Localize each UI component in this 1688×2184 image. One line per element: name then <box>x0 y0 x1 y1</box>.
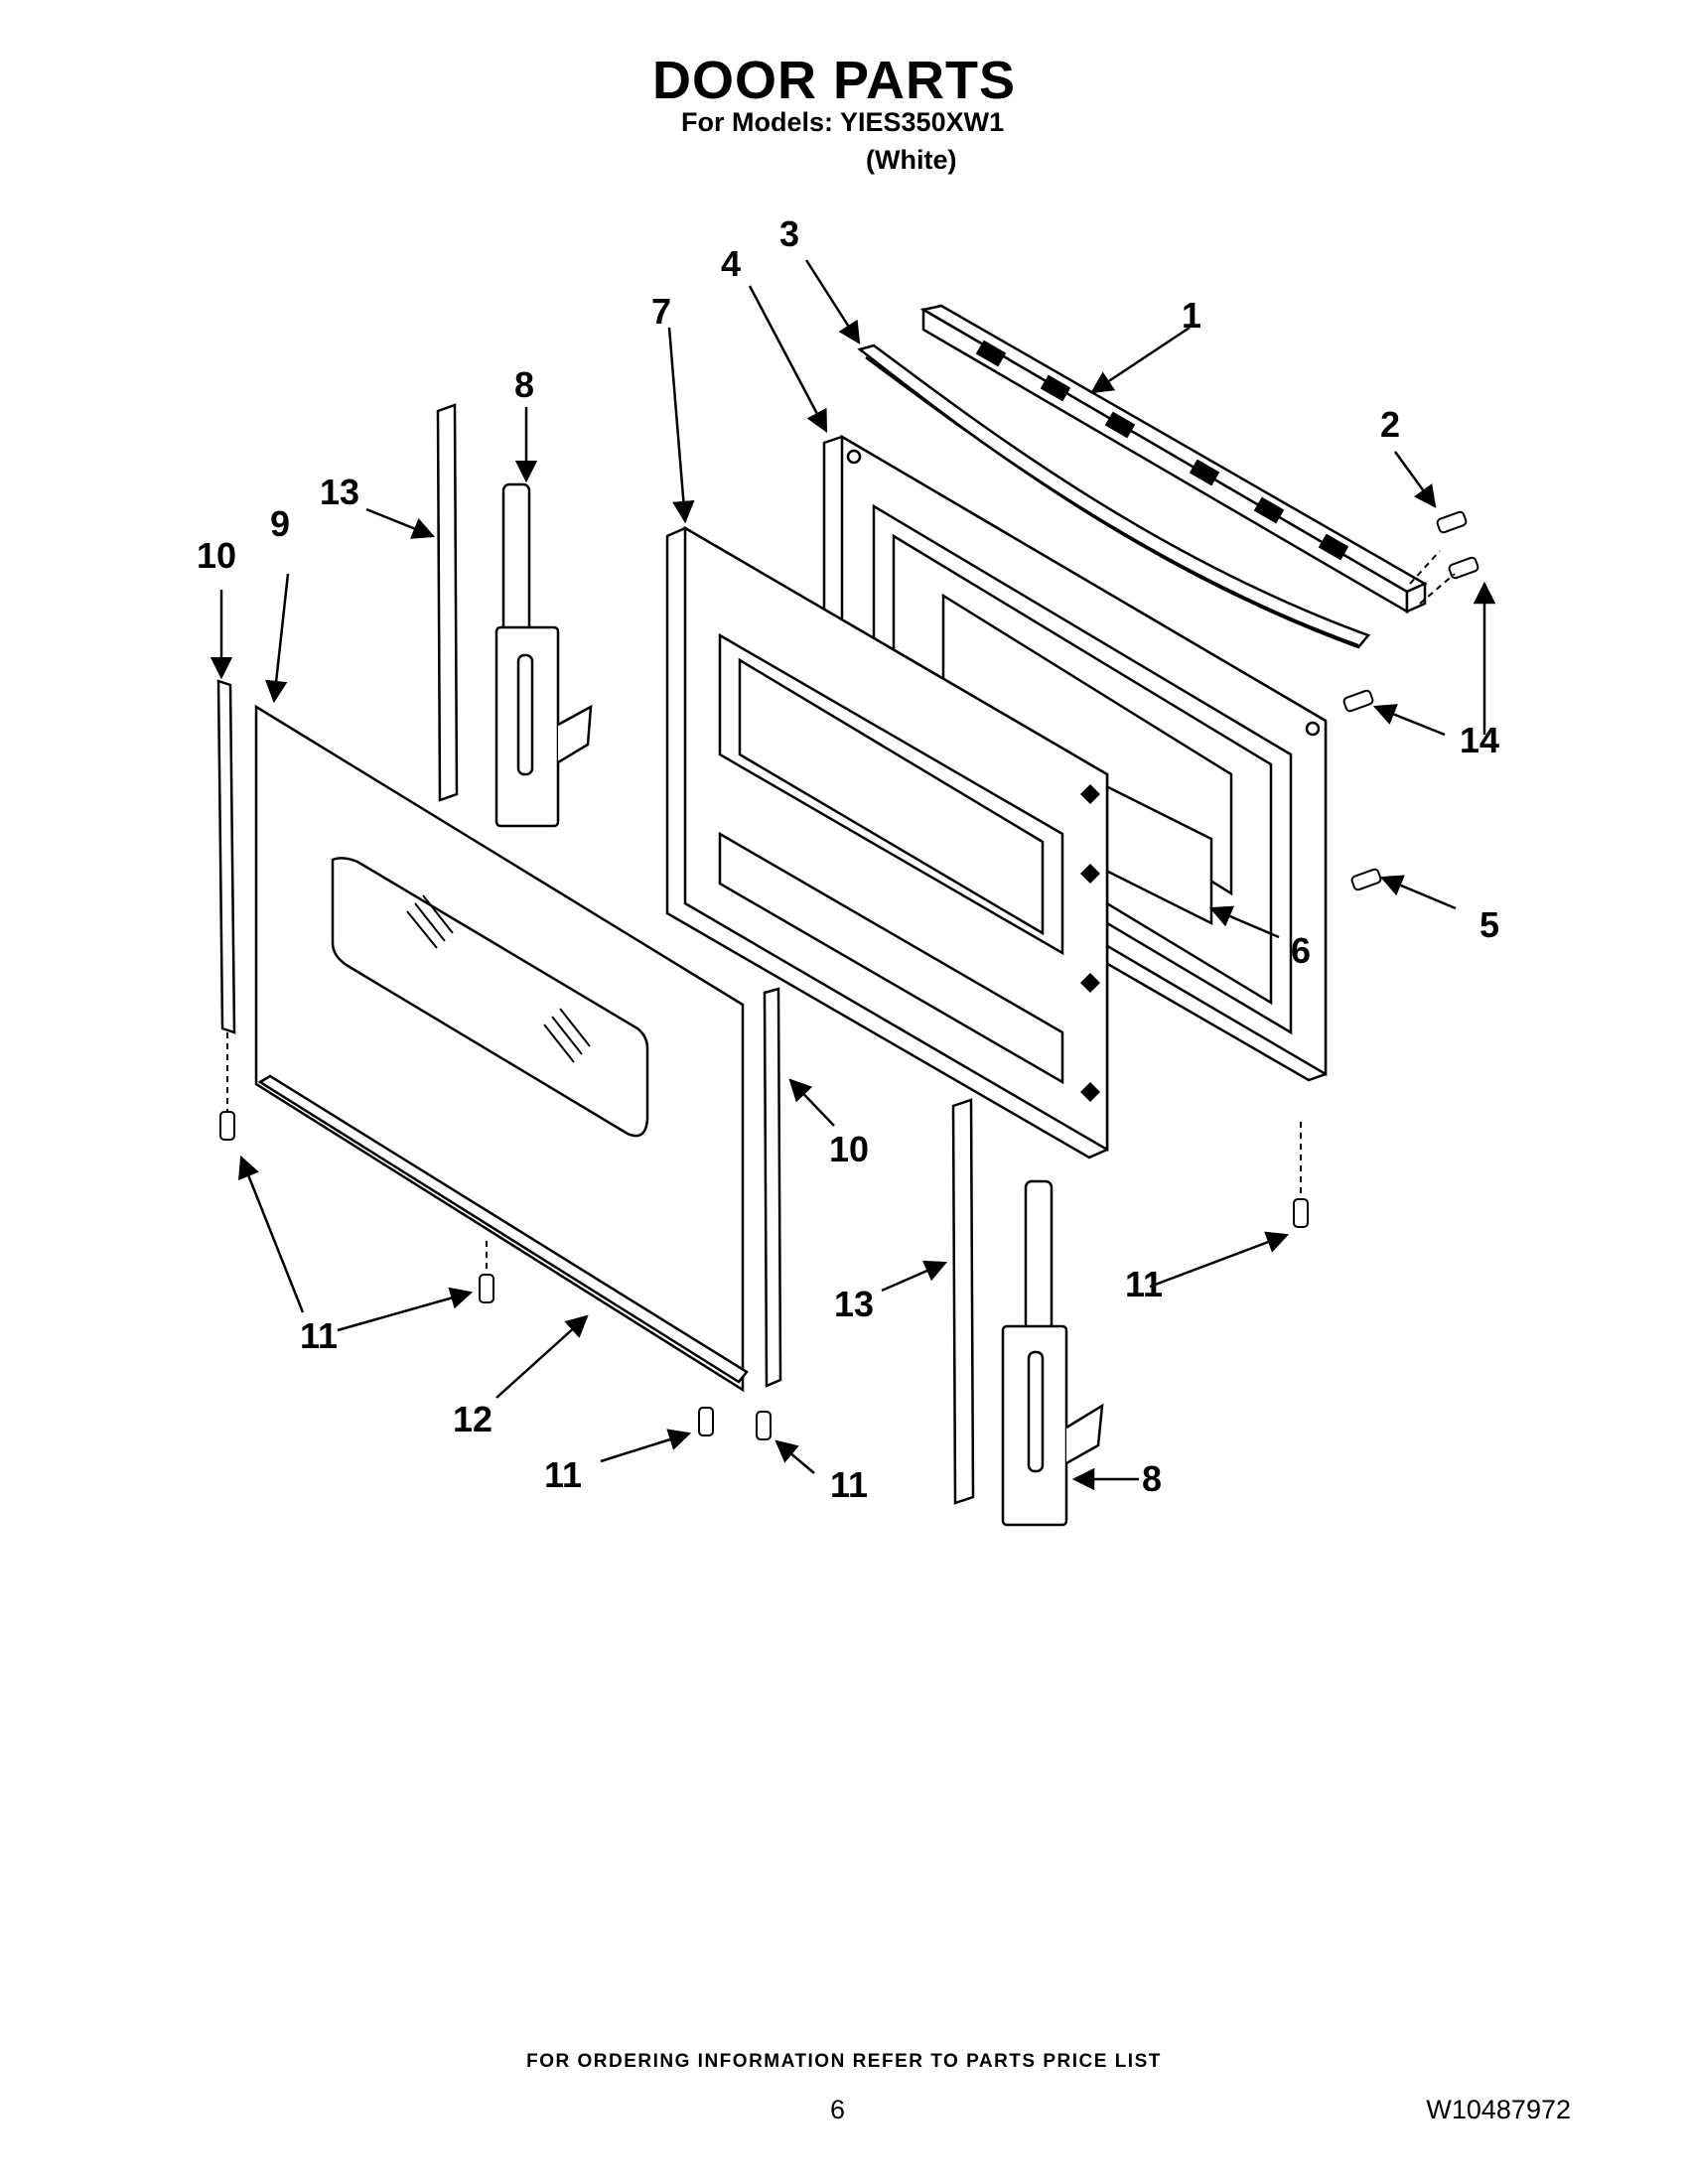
side-trim-part-10-right <box>763 987 782 1388</box>
callout-13-left: 13 <box>320 472 359 512</box>
callout-4: 4 <box>721 243 741 284</box>
callout-5: 5 <box>1479 904 1499 945</box>
side-trim-part-10-left <box>216 679 236 1034</box>
callout-11-left: 11 <box>300 1315 338 1356</box>
ordering-info-note: FOR ORDERING INFORMATION REFER TO PARTS … <box>526 2051 1162 2072</box>
callout-14: 14 <box>1460 720 1499 760</box>
callout-11-bottom-right: 11 <box>830 1464 868 1505</box>
screw-part-11-left <box>219 1111 235 1141</box>
leader-lines <box>210 259 1496 1491</box>
installation-lines <box>226 550 1456 1275</box>
screw-part-14-upper <box>1448 556 1479 580</box>
callout-1: 1 <box>1182 295 1201 336</box>
callout-8-left: 8 <box>514 364 534 405</box>
screw-part-11-bottom-mid <box>479 1274 494 1303</box>
callout-9: 9 <box>270 503 290 544</box>
callout-7: 7 <box>651 291 671 332</box>
door-liner-part-7 <box>665 525 1109 1160</box>
callout-2: 2 <box>1380 404 1400 445</box>
callout-10-left: 10 <box>197 535 236 576</box>
screw-part-14 <box>1342 689 1374 713</box>
screw-part-11-right <box>1293 1198 1309 1228</box>
hinge-receptacle-part-13-right <box>951 1098 975 1505</box>
outer-door-glass-part-9 <box>254 704 745 1393</box>
screw-part-11-bottom-left <box>698 1407 714 1436</box>
hinge-part-8-left <box>494 482 593 828</box>
model-number: For Models: YIES350XW1 <box>681 107 1005 137</box>
screw-part-5 <box>1350 868 1382 891</box>
bottom-trim-part-12 <box>257 1074 749 1384</box>
document-number: W10487972 <box>1426 2095 1571 2124</box>
callout-10-right: 10 <box>829 1129 869 1169</box>
model-variant: (White) <box>866 145 957 175</box>
hinge-receptacle-part-13-left <box>436 403 459 802</box>
page-number: 6 <box>830 2095 846 2124</box>
callout-13-right: 13 <box>834 1284 874 1324</box>
callout-6: 6 <box>1291 930 1311 971</box>
page-title: DOOR PARTS <box>651 51 1016 110</box>
screw-part-11-bottom-right <box>756 1411 772 1440</box>
screw-part-2 <box>1436 510 1468 534</box>
callout-11-right: 11 <box>1125 1264 1163 1304</box>
callout-11-bottom-left: 11 <box>544 1454 582 1495</box>
callout-3: 3 <box>779 213 799 254</box>
callout-12: 12 <box>453 1399 492 1439</box>
curved-trim-part-3 <box>857 343 1371 649</box>
callout-8-right: 8 <box>1142 1458 1162 1499</box>
vent-trim-part-1 <box>919 304 1428 614</box>
hinge-part-8-right <box>1001 1179 1104 1527</box>
